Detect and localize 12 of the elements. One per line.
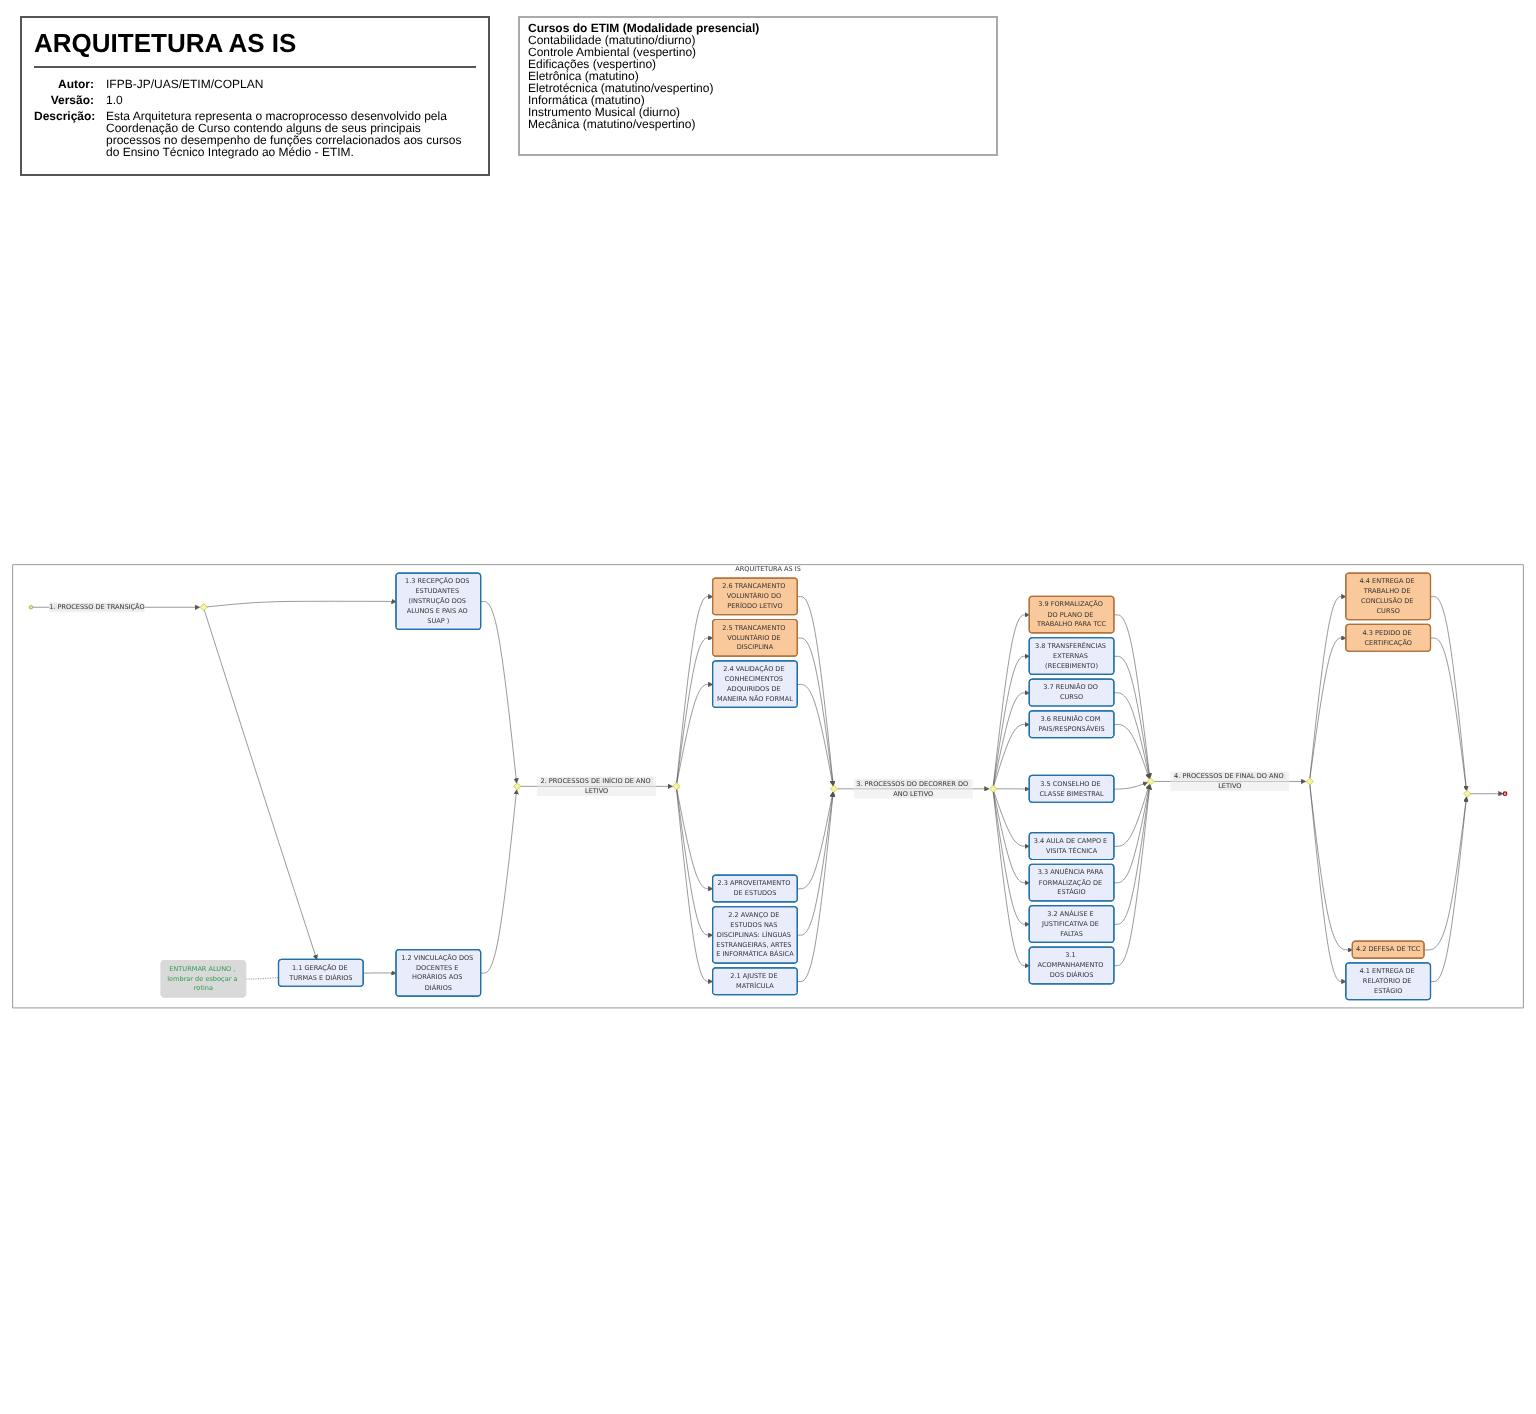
node-diamond	[1305, 777, 1314, 785]
node-diamond	[672, 782, 681, 790]
node-diamond	[1463, 789, 1472, 798]
node-diamond	[199, 603, 208, 611]
node-diamond	[830, 784, 838, 793]
diagram-title: ARQUITETURA AS IS	[34, 28, 476, 68]
node-circle	[1502, 790, 1508, 796]
connector	[245, 976, 280, 980]
node-diamond	[989, 784, 997, 793]
node-diamond	[1146, 777, 1155, 785]
node-diamond	[513, 782, 522, 790]
node-circle	[28, 604, 34, 609]
